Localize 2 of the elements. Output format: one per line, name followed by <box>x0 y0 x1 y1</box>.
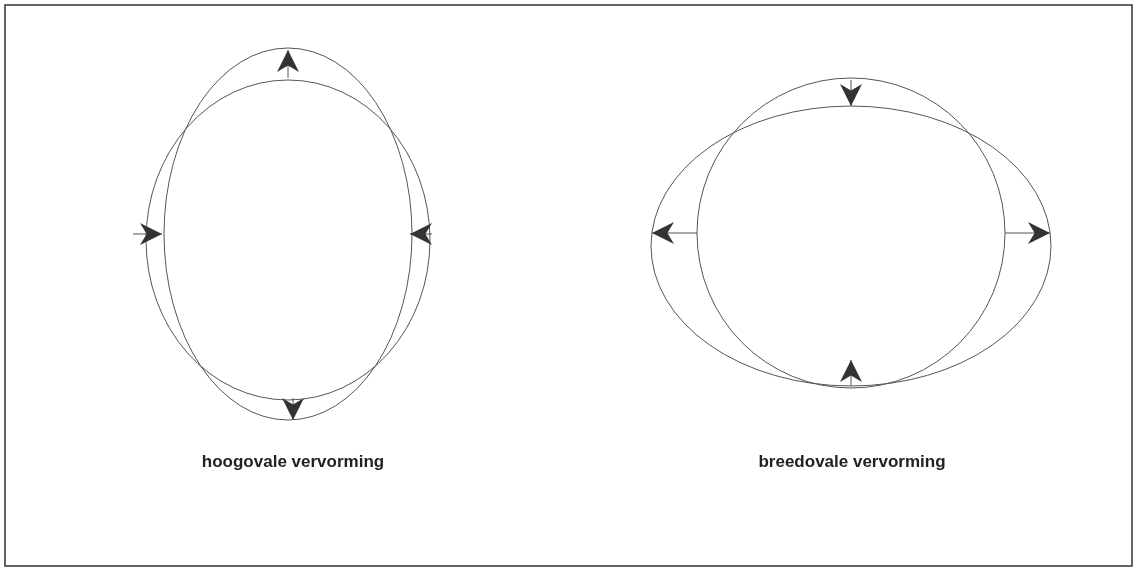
figure-caption: hoogovale vervorming <box>200 452 386 472</box>
figure-caption: breedovale vervorming <box>757 452 947 472</box>
